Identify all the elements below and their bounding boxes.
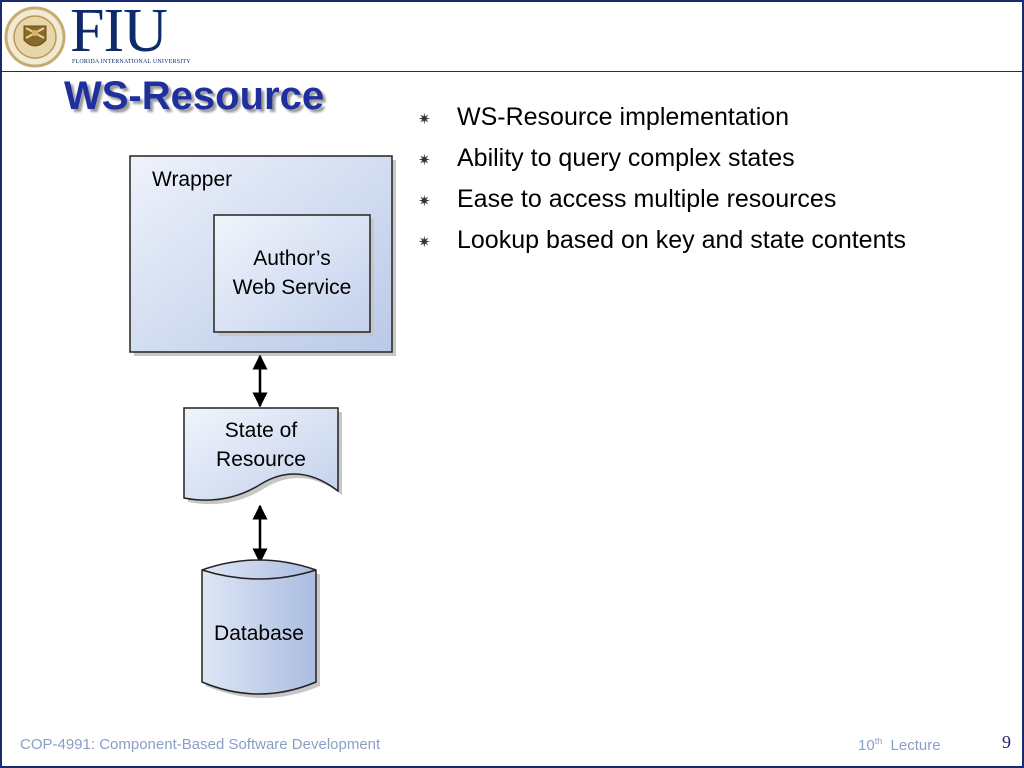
service-label: Author’s Web Service (214, 244, 370, 302)
bullet-icon: ✷ (418, 152, 431, 169)
bullet-icon: ✷ (418, 234, 431, 251)
logo-text: FIU (70, 0, 168, 65)
bullet-text: Ability to query complex states (457, 144, 795, 172)
bullet-item: ✷ Lookup based on key and state contents (418, 223, 906, 264)
wrapper-label: Wrapper (152, 168, 233, 191)
bullet-icon: ✷ (418, 111, 431, 128)
seal-icon (4, 6, 66, 68)
lecture-number: 10 (858, 737, 875, 754)
service-box (213, 214, 371, 333)
fiu-logo: FIU FLORIDA INTERNATIONAL UNIVERSITY (4, 0, 191, 70)
footer-course: COP-4991: Component-Based Software Devel… (20, 736, 381, 753)
database-label: Database (214, 622, 304, 645)
header-rule (0, 71, 1024, 72)
diagram-shapes (129, 155, 396, 698)
logo-subtitle: FLORIDA INTERNATIONAL UNIVERSITY (72, 59, 191, 65)
state-label: State of Resource (184, 416, 338, 474)
state-label-line2: Resource (216, 448, 306, 471)
bullet-item: ✷ Ease to access multiple resources (418, 182, 906, 223)
bullet-icon: ✷ (418, 193, 431, 210)
architecture-diagram: Wrapper Author’s Web Service State of Re… (120, 150, 410, 710)
bullet-text: Lookup based on key and state contents (457, 226, 906, 254)
bullet-list: ✷ WS-Resource implementation ✷ Ability to … (418, 100, 906, 264)
state-shape (183, 407, 339, 501)
service-label-line2: Web Service (232, 276, 352, 299)
bullet-item: ✷ WS-Resource implementation (418, 100, 906, 141)
slide-title: WS-Resource (64, 74, 325, 118)
service-label-line1: Author’s (253, 247, 331, 270)
bullet-item: ✷ Ability to query complex states (418, 141, 906, 182)
database-cylinder (201, 559, 317, 695)
page-number: 9 (1002, 732, 1011, 752)
lecture-word: Lecture (890, 737, 941, 754)
bullet-text: Ease to access multiple resources (457, 185, 837, 213)
lecture-suffix: th (874, 736, 883, 746)
bullet-text: WS-Resource implementation (457, 103, 790, 131)
footer-lecture: 10th Lecture (858, 736, 941, 754)
database-top-rim (201, 569, 317, 580)
state-label-line1: State of (224, 419, 298, 442)
